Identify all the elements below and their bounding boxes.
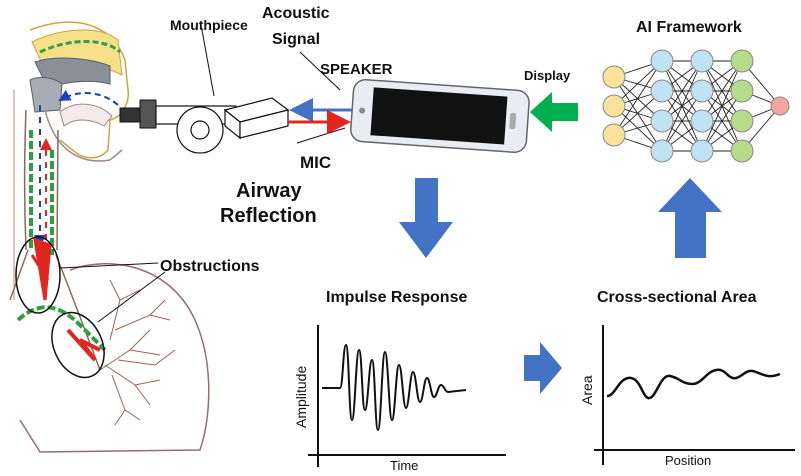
nn-neuron [650,139,674,163]
mic-pointer [296,127,346,144]
mouthpiece-device [119,29,346,154]
obstruction-upper [30,237,52,301]
area-curve [606,368,781,400]
nn-neuron [650,79,674,103]
jaw-outline [44,109,123,162]
nn-connection [661,60,703,152]
obstruction-pointer-1 [59,262,159,269]
neural-network [602,49,790,163]
nn-connection [661,90,703,152]
obstruction-circle-upper [15,236,61,314]
nn-neuron [730,139,754,163]
nn-neuron [690,139,714,163]
mouthpiece-ring-inner [190,120,210,140]
mouthpiece-label: Mouthpiece [170,17,248,33]
nn-connection [613,60,663,136]
bronchus-left [9,249,29,301]
obstruction-circle-lower [51,311,105,379]
nn-connection [701,60,743,152]
lung-outline [19,263,210,453]
airflow-arrows-top [58,89,119,106]
obstruction-pointer-2 [97,271,166,323]
anatomy-illustration [9,21,210,453]
phone-button [509,113,517,130]
airway-label-2: Reflection [220,205,317,227]
nn-neuron [770,96,790,116]
mouthpiece-nozzle [119,107,143,123]
mouthpiece-connector [139,99,157,129]
smartphone [350,78,530,154]
mic-label: MIC [300,153,331,172]
area-xlabel: Position [665,453,711,468]
nn-neuron [602,94,626,118]
impulse-xlabel: Time [390,458,418,473]
nn-neuron [730,49,754,73]
ai-framework-label: AI Framework [636,19,742,36]
mouthpiece-pointer [201,29,215,97]
pharynx-gray [29,76,63,113]
acoustic-label-1: Acoustic [262,5,330,22]
impulse-ylabel: Amplitude [293,366,309,428]
right-flow-arrow [524,342,562,394]
speaker-label: SPEAKER [320,61,393,78]
green-lining-top [39,40,122,54]
nn-neuron [690,49,714,73]
nn-neuron [602,65,626,89]
airway-label-1: Airway [236,180,302,202]
nn-connection [613,76,663,152]
green-bronchus [16,305,107,352]
impulse-waveform [322,343,467,432]
nn-neuron [690,109,714,133]
bronchial-tree [99,279,176,426]
nn-neuron [690,79,714,103]
area-panel [594,325,795,465]
area-ylabel: Area [579,375,595,405]
nn-connection [701,60,743,122]
display-label: Display [524,68,571,83]
nn-connection [661,60,703,122]
head-outline [29,21,129,159]
trachea-left [23,109,27,251]
tongue [59,103,113,127]
phone-camera [359,107,366,114]
obstructions-label: Obstructions [160,258,260,275]
nn-neuron [730,109,754,133]
acoustic-label-2: Signal [272,31,320,48]
obstruction-lower [66,328,101,362]
phone-screen [370,87,508,145]
mouthpiece-box-side [239,109,289,139]
up-flow-arrow [658,178,722,258]
area-title: Cross-sectional Area [597,289,757,306]
nn-neuron [602,123,626,147]
impulse-title: Impulse Response [326,289,467,306]
nn-connection [701,90,743,152]
nn-neuron [730,79,754,103]
impulse-response-panel [308,325,506,467]
acoustic-pointer [299,51,341,91]
nn-neuron [650,49,674,73]
down-flow-arrow [399,178,453,258]
trachea-right [56,129,59,251]
nn-neuron [650,109,674,133]
display-arrow [530,92,578,132]
